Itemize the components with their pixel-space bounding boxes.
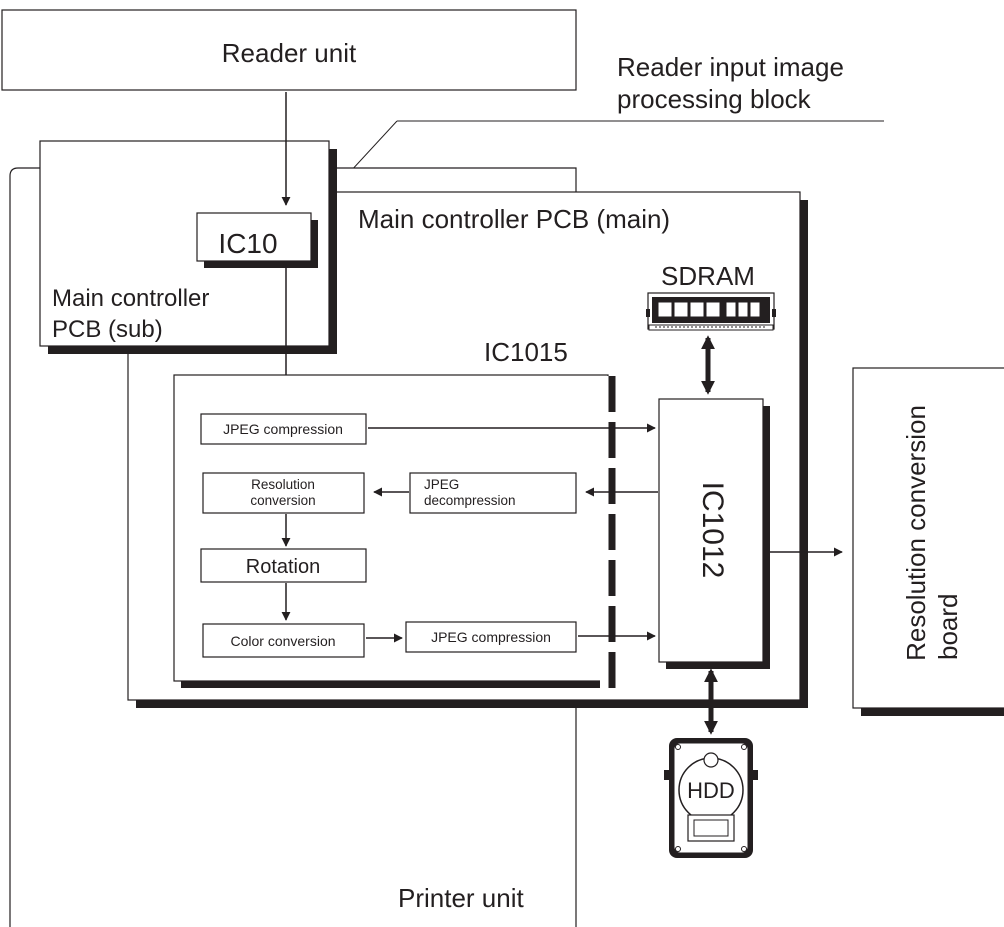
ic10-label: IC10 (218, 228, 277, 259)
reader-block-label-line1: Reader input image (617, 52, 844, 82)
jpeg-compression-top-box: JPEG compression (200, 413, 367, 445)
hdd-icon (664, 738, 758, 858)
jpeg-decompression-line2: decompression (424, 493, 516, 508)
color-conversion-box: Color conversion (202, 623, 365, 658)
ic1012-chip: IC1012 (658, 398, 770, 669)
sdram-icon (646, 292, 776, 331)
sdram-module: SDRAM (646, 261, 776, 331)
sdram-label: SDRAM (661, 261, 755, 291)
resolution-conversion-board: Resolution conversion board (852, 367, 1004, 716)
jpeg-decompression-box: JPEG decompression (409, 472, 577, 514)
rotation-box: Rotation (200, 548, 367, 583)
rotation-label: Rotation (246, 556, 321, 578)
resolution-board-label-line2: board (933, 594, 963, 661)
jpeg-compression-bottom-label: JPEG compression (431, 629, 551, 645)
resolution-board-label-line1: Resolution conversion (901, 405, 931, 661)
hdd-drive: HDD (664, 738, 758, 858)
resolution-conversion-line2: conversion (250, 493, 315, 508)
ic1015-label: IC1015 (484, 337, 568, 367)
ic10-chip: IC10 (196, 212, 318, 268)
jpeg-compression-top-label: JPEG compression (223, 421, 343, 437)
hdd-label: HDD (687, 778, 735, 803)
color-conversion-label: Color conversion (230, 633, 335, 649)
reader-block-label-line2: processing block (617, 84, 812, 114)
sub-pcb-label-line1: Main controller (52, 285, 209, 312)
jpeg-decompression-line1: JPEG (424, 477, 459, 492)
reader-unit-box: Reader unit (1, 9, 577, 91)
ic1012-label: IC1012 (696, 482, 729, 579)
reader-unit-label: Reader unit (222, 38, 357, 68)
resolution-conversion-line1: Resolution (251, 477, 315, 492)
main-pcb-label: Main controller PCB (main) (358, 204, 670, 234)
sub-pcb-label-line2: PCB (sub) (52, 316, 163, 343)
jpeg-compression-bottom-box: JPEG compression (405, 621, 577, 653)
printer-unit-label: Printer unit (398, 883, 524, 913)
resolution-conversion-box: Resolution conversion (202, 472, 365, 514)
